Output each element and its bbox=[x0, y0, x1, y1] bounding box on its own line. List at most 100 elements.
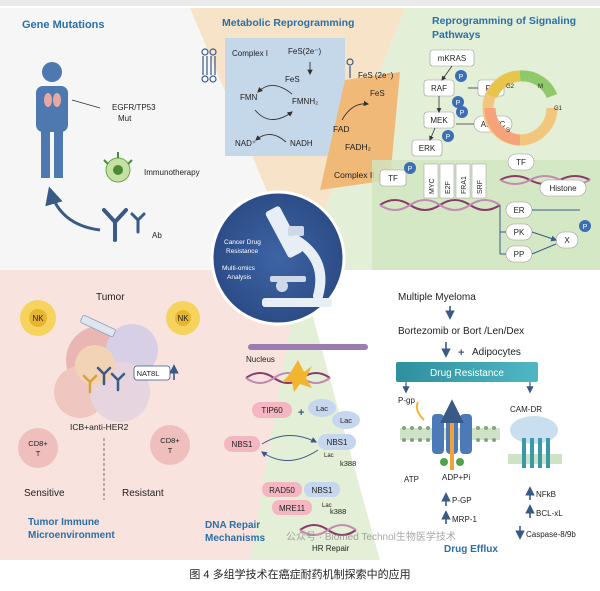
mutation-label-2: Mut bbox=[118, 114, 132, 123]
hr-repair-label: HR Repair bbox=[312, 544, 350, 553]
tf-right-label: TF bbox=[516, 158, 526, 167]
er-label: ER bbox=[513, 206, 524, 215]
phospho-badge-x bbox=[579, 220, 591, 232]
svg-text:P: P bbox=[446, 134, 451, 141]
nbs1-right-label: NBS1 bbox=[327, 438, 348, 447]
metabolic-title: Metabolic Reprogramming bbox=[222, 17, 354, 29]
svg-text:P: P bbox=[408, 166, 413, 173]
immune-cell-icon bbox=[103, 152, 133, 183]
histone-label: Histone bbox=[549, 184, 577, 193]
pgp-up-label: P-GP bbox=[452, 496, 472, 505]
fes-b-label: FeS bbox=[370, 89, 385, 98]
therapy-arrow bbox=[45, 186, 101, 232]
complex-ii-label: Complex II bbox=[334, 170, 375, 180]
tumor-section-title-2: Microenvironment bbox=[28, 530, 115, 541]
mek-label: MEK bbox=[430, 116, 448, 125]
tip60-label: TIP60 bbox=[261, 406, 283, 415]
fad-label: FAD bbox=[333, 124, 350, 134]
k388-label: k388 bbox=[340, 459, 356, 468]
human-figure-icon bbox=[36, 62, 68, 178]
phospho-badges: P P P P bbox=[442, 70, 468, 142]
center-line-3: Multi-omics bbox=[222, 265, 256, 272]
lac-2-label: Lac bbox=[340, 416, 352, 425]
lac-1-label: Lac bbox=[316, 404, 328, 413]
signaling-title-2: Pathways bbox=[432, 29, 481, 41]
plus-adipocytes: + bbox=[458, 347, 464, 359]
membrane-icon bbox=[201, 48, 217, 83]
nbs1-bottom-label: NBS1 bbox=[312, 486, 333, 495]
efflux-pump-icon bbox=[400, 399, 500, 470]
drug-resistance-banner bbox=[396, 362, 538, 382]
pp-x-line bbox=[531, 243, 557, 255]
fmn-label: FMN bbox=[240, 93, 258, 102]
svg-text:G2: G2 bbox=[506, 84, 515, 90]
nad-label: NAD⁺ bbox=[235, 139, 256, 148]
adp-label: ADP+Pi bbox=[442, 473, 470, 482]
tumor-section-title-1: Tumor Immune bbox=[28, 517, 100, 528]
svg-text:NK: NK bbox=[32, 314, 44, 323]
fes-2e-label: FeS(2e⁻) bbox=[288, 47, 321, 56]
pk-label: PK bbox=[514, 228, 525, 237]
svg-text:P: P bbox=[456, 100, 461, 107]
nbs1-right-node bbox=[318, 434, 356, 450]
nucleus-membrane bbox=[248, 344, 368, 350]
tf-left-node bbox=[379, 169, 407, 187]
myeloma-label: Multiple Myeloma bbox=[398, 292, 476, 303]
pgp-label: P-gp bbox=[398, 396, 415, 405]
drugs-label: Bortezomib or Bort /Len/Dex bbox=[398, 326, 524, 337]
figure-caption: 图 4 多组学技术在癌症耐药机制探索中的应用 bbox=[189, 567, 410, 581]
pointer-line bbox=[71, 99, 101, 109]
lac-2-node bbox=[332, 411, 360, 429]
dna-section-title-1: DNA Repair bbox=[205, 520, 260, 531]
damaged-dna-a bbox=[245, 372, 331, 384]
nat8l-label: NAT8L bbox=[137, 369, 160, 378]
adipocytes-label: Adipocytes bbox=[472, 347, 521, 358]
svg-text:S: S bbox=[506, 128, 510, 134]
plus-sign: + bbox=[298, 407, 304, 419]
antibody-icon bbox=[102, 208, 146, 242]
adhesion-receptor-icon bbox=[508, 416, 562, 468]
mutation-label-1: EGFR/TP53 bbox=[112, 103, 156, 112]
histone-node bbox=[539, 179, 587, 197]
icb-label: ICB+anti-HER2 bbox=[70, 422, 129, 432]
nbs1-acetylation-arrow bbox=[261, 435, 318, 445]
efflux-section-title: Drug Efflux bbox=[444, 544, 498, 555]
syringe-icon bbox=[80, 315, 116, 337]
raf-label: RAF bbox=[431, 84, 447, 93]
nbs1-return-arrow bbox=[261, 449, 319, 461]
svg-text:P: P bbox=[459, 74, 464, 81]
svg-text:CD8+: CD8+ bbox=[28, 439, 48, 448]
k388-bottom-label: k388 bbox=[330, 507, 346, 516]
camdr-label: CAM-DR bbox=[510, 405, 542, 414]
phospho-badge-tf bbox=[404, 162, 416, 174]
kras-raf-arrow bbox=[441, 65, 453, 81]
fmn-cycle-arrow bbox=[254, 109, 293, 120]
lac-1-node bbox=[308, 399, 336, 417]
tf-right-node bbox=[507, 153, 535, 171]
pp-label: PP bbox=[514, 250, 525, 259]
svg-text:T: T bbox=[168, 446, 173, 455]
microscope-icon bbox=[262, 206, 332, 307]
watermark: 公众号 · Biomed Technol生物医学技术 bbox=[286, 530, 456, 543]
cell-cycle-icon: M G2 G1 S bbox=[482, 70, 563, 146]
damaged-dna-b bbox=[245, 372, 331, 384]
tf-left-label: TF bbox=[388, 174, 398, 183]
nfkb-label: NFkB bbox=[536, 490, 556, 499]
center-line-1: Cancer Drug bbox=[224, 239, 261, 246]
dna-strand-b bbox=[379, 199, 501, 211]
erk-node bbox=[411, 139, 443, 157]
svg-text:P: P bbox=[583, 224, 588, 231]
cd8-cell-right: CD8+ T bbox=[150, 425, 190, 465]
lac-small-label: Lac bbox=[324, 453, 334, 459]
center-line-4: Analysis bbox=[227, 274, 252, 281]
tip60-node bbox=[252, 402, 292, 418]
svg-text:M: M bbox=[538, 84, 543, 90]
erk-label: ERK bbox=[419, 144, 436, 153]
repaired-dna-b bbox=[299, 524, 357, 536]
tumor-title: Tumor bbox=[96, 292, 125, 303]
fad-arrow bbox=[341, 100, 370, 121]
svg-text:CD8+: CD8+ bbox=[160, 436, 180, 445]
mek-erk-arrow bbox=[429, 127, 436, 141]
x-label: X bbox=[564, 236, 570, 245]
